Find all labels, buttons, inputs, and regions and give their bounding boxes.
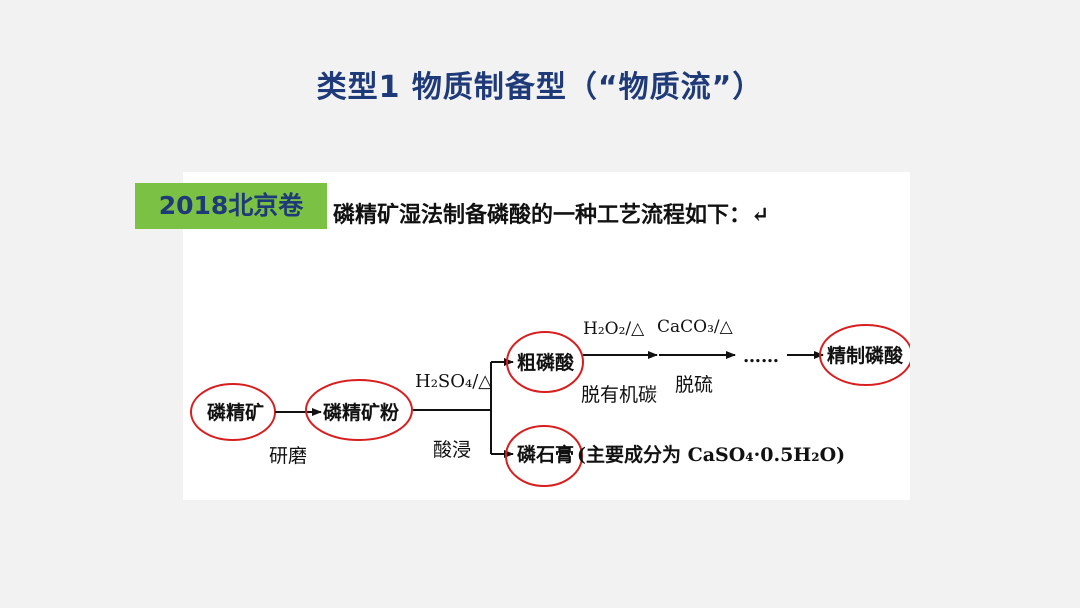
step-acid-leach: 酸浸 — [433, 439, 471, 461]
process-flow-diagram: 磷精矿湿法制备磷酸的一种工艺流程如下：↵ 磷精矿 研磨 磷精矿粉 H₂SO₄/△… — [190, 202, 910, 487]
node-ore: 磷精矿 — [207, 401, 264, 424]
step-caco3-reagent: CaCO₃/△ — [657, 317, 734, 337]
highlight-circle-powder — [305, 379, 413, 441]
highlight-circle-gypsum — [505, 425, 583, 487]
step-grind: 研磨 — [269, 445, 307, 467]
step-desulfur: 脱硫 — [675, 374, 713, 396]
step-h2o2-reagent: H₂O₂/△ — [583, 319, 645, 339]
highlight-circle-pure-acid — [819, 324, 910, 386]
node-gypsum: 磷石膏 — [517, 443, 574, 466]
step-acid-reagent: H₂SO₄/△ — [415, 371, 492, 392]
node-pure-acid: 精制磷酸 — [827, 344, 904, 367]
node-powder: 磷精矿粉 — [323, 401, 399, 424]
step-ellipsis: …… — [743, 346, 779, 367]
problem-panel: 磷精矿湿法制备磷酸的一种工艺流程如下：↵ 磷精矿 研磨 磷精矿粉 H₂SO₄/△… — [183, 172, 910, 500]
highlight-circle-crude-acid — [506, 331, 584, 393]
node-crude-acid: 粗磷酸 — [517, 351, 575, 374]
slide-title: 类型1 物质制备型（“物质流”） — [316, 70, 764, 105]
gypsum-note: (主要成分为 CaSO₄·0.5H₂O) — [577, 443, 845, 466]
problem-intro: 磷精矿湿法制备磷酸的一种工艺流程如下：↵ — [333, 202, 769, 228]
exam-source-badge: 2018北京卷 — [135, 183, 327, 229]
step-remove-organic: 脱有机碳 — [581, 384, 657, 406]
